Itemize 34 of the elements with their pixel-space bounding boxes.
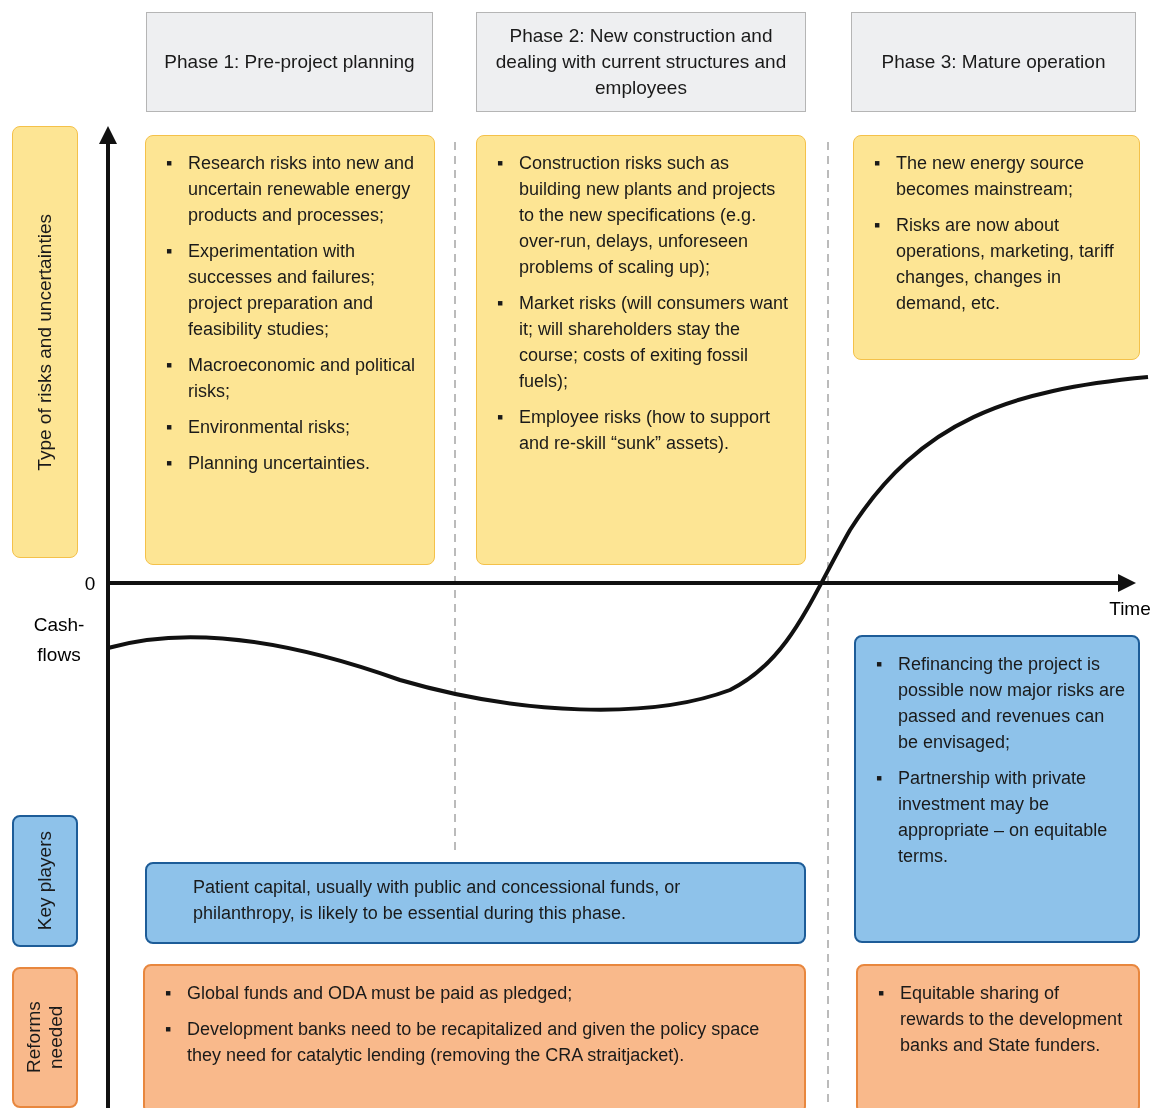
- bullet-text: ▪ Market risks (will consumers want it; will shareholders stay the course; costs of exiting fossil fuels);: [497, 292, 790, 393]
- bullet-text: ▪ The new energy source becomes mainstream;: [874, 152, 1086, 201]
- reforms-card: [856, 964, 1140, 1108]
- phase-header: Phase 1: Pre-project planning: [146, 12, 433, 112]
- bullet-text: ▪ Experimentation with successes and failures; project preparation and feasibility studies;: [166, 240, 377, 341]
- row-label-text: Type of risks and uncertainties: [34, 213, 56, 471]
- row-label: [12, 126, 78, 558]
- row-label-text: Key players: [34, 831, 56, 931]
- bullet-text: ▪ Risks are now about operations, marketing, tariff changes, changes in demand, etc.: [874, 214, 1115, 315]
- row-label: [12, 815, 78, 947]
- risk-card: [853, 135, 1140, 360]
- key-players-card: [854, 635, 1140, 943]
- risk-card: [145, 135, 435, 565]
- bullet-text: ▪ Employee risks (how to support and re-skill “sunk” assets).: [497, 406, 772, 455]
- bullet-text: ▪ Planning uncertainties.: [166, 452, 372, 475]
- axis-label: Cash-flows: [32, 613, 86, 667]
- reforms-card: [143, 964, 806, 1108]
- axis-tick-label: 0: [83, 572, 97, 596]
- bullet-text: ▪ Refinancing the project is possible now major risks are passed and revenues can be envisaged;: [876, 653, 1127, 754]
- bullet-text: ▪ Construction risks such as building new plants and projects to the new specifications (e.g. over-run, delays, unforeseen problems of scaling up);: [497, 152, 777, 279]
- row-label: [12, 967, 78, 1108]
- row-label-text: Reforms needed: [23, 1000, 67, 1076]
- bullet-text: ▪ Macroeconomic and political risks;: [166, 354, 417, 403]
- bullet-text: ▪ Partnership with private investment may be appropriate – on equitable terms.: [876, 767, 1109, 868]
- bullet-text: ▪ Development banks need to be recapitalized and given the policy space they need for catalytic lending (removing the CRA straitjacket).: [165, 1018, 761, 1067]
- bullet-text: ▪ Global funds and ODA must be paid as pledged;: [165, 982, 574, 1005]
- key-players-card: Patient capital, usually with public and concessional funds, or philanthropy, is likely to be essential during this phase.: [145, 862, 806, 944]
- bullet-text: ▪ Equitable sharing of rewards to the development banks and State funders.: [878, 982, 1124, 1057]
- bullet-text: ▪ Research risks into new and uncertain renewable energy products and processes;: [166, 152, 416, 227]
- bullet-text: ▪ Environmental risks;: [166, 416, 352, 439]
- axis-label: Time: [1108, 597, 1152, 621]
- phase-header: Phase 2: New construction and dealing with current structures and employees: [476, 12, 806, 112]
- phase-header: Phase 3: Mature operation: [851, 12, 1136, 112]
- risk-card: [476, 135, 806, 565]
